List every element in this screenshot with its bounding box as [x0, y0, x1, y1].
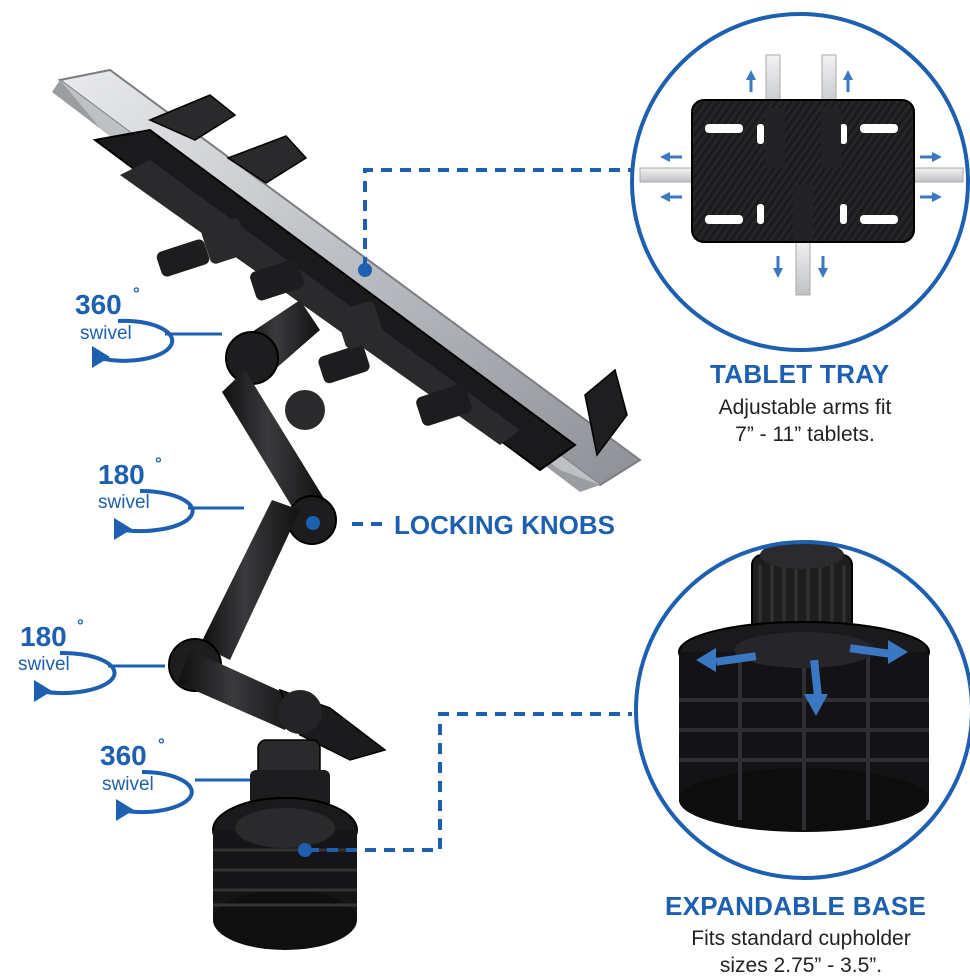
arrow-icon: [116, 799, 134, 821]
swivel-badge-4: 360 ° swivel: [100, 735, 250, 821]
tablet-mount-illustration: [52, 68, 642, 950]
adjust-arrows: [660, 70, 942, 278]
expandable-base-connector: [308, 712, 632, 852]
arrow-right-icon: [932, 152, 942, 162]
detail-circle-border: [630, 12, 970, 352]
arrow-down-icon: [818, 268, 828, 278]
swivel-badge-1: 360 ° swivel: [75, 284, 222, 368]
arrow-right-icon: [932, 192, 942, 202]
tray-clamp-arms: [148, 94, 628, 457]
degree-symbol: °: [77, 616, 84, 635]
tablet-tray-detail: [630, 12, 970, 352]
tablet-tray-dot: [358, 263, 372, 277]
callout-connectors: [308, 168, 632, 852]
arrow-down-icon: [804, 694, 828, 716]
tray-plate-detail: [691, 99, 915, 243]
expandable-base-title: EXPANDABLE BASE: [665, 891, 927, 921]
arrow-left-icon: [660, 152, 670, 162]
arrow-left-icon: [660, 192, 670, 202]
arrow-icon: [114, 518, 132, 540]
arrow-left-icon: [696, 648, 716, 672]
tray-knobs: [156, 218, 472, 426]
degree-symbol: °: [155, 454, 162, 473]
swivel-label: swivel: [80, 323, 132, 344]
arrow-up-icon: [843, 70, 853, 80]
cupholder-base: [212, 739, 358, 950]
locking-knob-dot: [306, 516, 320, 530]
swivel-label: swivel: [18, 654, 70, 675]
swivel-label: swivel: [98, 492, 150, 513]
swivel-label: swivel: [102, 774, 154, 795]
swivel-arc: [119, 770, 194, 814]
arrow-down-icon: [773, 268, 783, 278]
expand-arrows: [696, 640, 908, 716]
arrow-icon: [92, 346, 110, 368]
swivel-arc: [39, 650, 117, 695]
expandable-base-dot: [298, 843, 312, 857]
tablet-tray-title: TABLET TRAY: [710, 359, 890, 389]
expandable-base-detail: [634, 540, 970, 880]
tablet-tray-desc-line2: 7” - 11” tablets.: [735, 423, 875, 446]
arrow-right-icon: [888, 640, 908, 664]
degree-symbol: °: [133, 284, 140, 303]
swivel-degrees: 360: [100, 740, 147, 771]
tablet-tray-description: Adjustable arms fit 7” - 11” tablets.: [680, 394, 930, 448]
expandable-base-desc-line2: sizes 2.75” - 3.5”.: [719, 954, 883, 977]
arrow-icon: [34, 680, 52, 702]
articulating-arm: [168, 300, 387, 761]
swivel-degrees: 180: [20, 621, 67, 652]
tablet-tray-desc-line1: Adjustable arms fit: [718, 396, 892, 419]
swivel-degrees: 180: [98, 459, 145, 490]
locking-knobs-label: LOCKING KNOBS: [394, 510, 615, 540]
swivel-arc: [117, 488, 195, 533]
detail-circle-border: [634, 540, 970, 880]
arrow-up-icon: [746, 70, 756, 80]
tablet-tray-connector: [363, 168, 632, 268]
swivel-arc: [95, 318, 175, 363]
degree-symbol: °: [158, 735, 165, 754]
swivel-degrees: 360: [75, 289, 122, 320]
expandable-base-desc-line1: Fits standard cupholder: [691, 927, 911, 950]
swivel-badge-2: 180 ° swivel: [98, 454, 244, 540]
swivel-badge-3: 180 ° swivel: [18, 616, 165, 702]
